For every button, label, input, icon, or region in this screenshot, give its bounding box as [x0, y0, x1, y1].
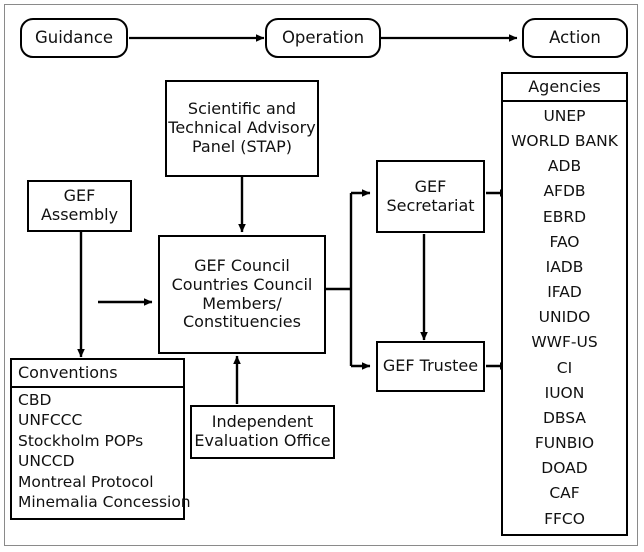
- node-stap-label-line1: Scientific and: [187, 99, 297, 119]
- conventions-item[interactable]: UNCCD: [18, 452, 75, 471]
- node-ieo-label-line2: Evaluation Office: [194, 431, 331, 450]
- agencies-item[interactable]: CI: [556, 358, 573, 377]
- conventions-header: Conventions: [12, 360, 183, 388]
- agencies-item[interactable]: DOAD: [541, 459, 588, 478]
- agencies-item[interactable]: CAF: [549, 484, 580, 503]
- conventions-item[interactable]: Montreal Protocol: [18, 472, 154, 491]
- node-gef-assembly-label-line2: Assembly: [40, 205, 119, 224]
- node-gef-assembly[interactable]: GEF Assembly: [27, 180, 132, 232]
- agencies-item[interactable]: FAO: [549, 232, 580, 251]
- agencies-item[interactable]: FFCO: [544, 509, 585, 528]
- agencies-item-list: UNEP WORLD BANK ADB AFDB EBRD FAO IADB I…: [503, 102, 626, 534]
- node-gef-council-label-line4: Constituencies: [183, 312, 301, 332]
- conventions-item[interactable]: Minemalia Concession: [18, 493, 191, 512]
- agencies-item[interactable]: UNEP: [543, 106, 586, 125]
- node-ieo-label-line1: Independent: [211, 412, 314, 432]
- node-gef-assembly-label-line1: GEF: [63, 186, 96, 206]
- agencies-item[interactable]: EBRD: [542, 207, 587, 226]
- conventions-item[interactable]: Stockholm POPs: [18, 431, 144, 450]
- conventions-item-list: CBD UNFCCC Stockholm POPs UNCCD Montreal…: [12, 388, 191, 518]
- node-gef-council-label-line1: GEF Council: [194, 255, 290, 275]
- node-gef-council[interactable]: GEF Council Countries Council Members/ C…: [158, 235, 326, 354]
- node-action[interactable]: Action: [522, 18, 628, 58]
- node-guidance-label: Guidance: [34, 28, 114, 48]
- agencies-item[interactable]: AFDB: [543, 182, 586, 201]
- agencies-item[interactable]: ADB: [547, 157, 582, 176]
- diagram-outer-frame: [4, 4, 638, 546]
- node-stap[interactable]: Scientific and Technical Advisory Panel …: [165, 80, 319, 177]
- node-stap-label-line2: Technical Advisory: [168, 118, 316, 138]
- node-gef-council-label-line2: Countries Council: [171, 274, 313, 294]
- agencies-item[interactable]: IFAD: [547, 283, 582, 302]
- agencies-item[interactable]: WWF-US: [531, 333, 598, 352]
- agencies-item[interactable]: WORLD BANK: [511, 132, 618, 150]
- panel-agencies[interactable]: Agencies UNEP WORLD BANK ADB AFDB EBRD F…: [501, 72, 628, 536]
- node-gef-secretariat[interactable]: GEF Secretariat: [376, 160, 485, 233]
- agencies-item[interactable]: FUNBIO: [534, 434, 595, 453]
- node-stap-label-line3: Panel (STAP): [191, 136, 292, 156]
- node-guidance[interactable]: Guidance: [20, 18, 128, 58]
- conventions-item[interactable]: UNFCCC: [18, 411, 83, 430]
- agencies-header: Agencies: [503, 74, 626, 102]
- node-gef-trustee-label: GEF Trustee: [382, 356, 479, 376]
- agencies-item[interactable]: UNIDO: [538, 308, 591, 327]
- node-gef-trustee[interactable]: GEF Trustee: [376, 341, 485, 392]
- node-action-label: Action: [549, 28, 601, 48]
- node-operation[interactable]: Operation: [265, 18, 381, 58]
- node-operation-label: Operation: [281, 28, 365, 48]
- node-gef-council-label-line3: Members/: [202, 293, 282, 313]
- node-gef-secretariat-label-line1: GEF: [414, 176, 447, 196]
- panel-conventions[interactable]: Conventions CBD UNFCCC Stockholm POPs UN…: [10, 358, 191, 520]
- agencies-item[interactable]: IUON: [544, 383, 585, 402]
- agencies-item[interactable]: DBSA: [542, 408, 587, 427]
- conventions-item[interactable]: CBD: [18, 391, 52, 409]
- agencies-item[interactable]: IADB: [545, 257, 584, 276]
- node-gef-secretariat-label-line2: Secretariat: [386, 195, 475, 215]
- node-independent-evaluation-office[interactable]: Independent Evaluation Office: [190, 405, 335, 459]
